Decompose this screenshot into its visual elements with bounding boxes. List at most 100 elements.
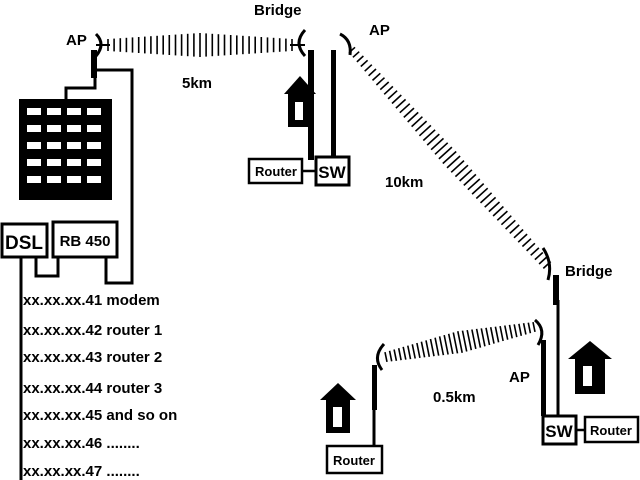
beam-stripe-05km xyxy=(466,329,473,351)
beam-stripe-10km xyxy=(348,46,356,54)
router-bottom-right: Router xyxy=(583,415,640,444)
dsl-box: DSL xyxy=(0,222,49,259)
beam-stripe-05km xyxy=(434,337,440,356)
beam-stripe-10km xyxy=(383,85,394,95)
sw-top-label: SW xyxy=(318,163,346,182)
distance-05km: 0.5km xyxy=(433,389,476,406)
beam-stripe-10km xyxy=(422,129,436,142)
beam-stripe-10km xyxy=(526,242,536,252)
building-window xyxy=(27,159,41,166)
ap-left-label: AP xyxy=(66,32,87,49)
ip-list-item: xx.xx.xx.47 ........ xyxy=(23,463,140,480)
beam-stripe-10km xyxy=(395,98,407,109)
beam-stripe-10km xyxy=(426,133,440,146)
building-window xyxy=(67,159,81,166)
router-top: Router xyxy=(247,157,304,185)
beam-stripe-05km xyxy=(397,348,402,361)
building-window xyxy=(27,108,41,115)
router-bottom-left-label: Router xyxy=(333,453,375,468)
sw-top: SW xyxy=(314,155,351,187)
beam-stripe-10km xyxy=(368,68,377,77)
beam-stripe-05km xyxy=(416,342,421,359)
beam-stripe-10km xyxy=(438,146,453,160)
beam-stripe-10km xyxy=(517,233,528,243)
beam-stripe-05km xyxy=(429,338,435,357)
building-window xyxy=(27,142,41,149)
beam-stripe-10km xyxy=(513,228,524,239)
building-window xyxy=(67,108,81,115)
beam-stripe-10km xyxy=(534,251,544,261)
beam-stripe-10km xyxy=(471,183,485,195)
ap-bottom-label: AP xyxy=(509,369,530,386)
building-window xyxy=(67,142,81,149)
beam-stripe-10km xyxy=(530,247,540,256)
building-window xyxy=(47,159,61,166)
building-window xyxy=(47,142,61,149)
building-window xyxy=(87,176,101,183)
beam-stripe-10km xyxy=(496,210,508,221)
beam-stripe-05km xyxy=(411,344,416,359)
beam-stripe-05km xyxy=(443,334,449,355)
beam-stripe-10km xyxy=(475,187,489,200)
house-top xyxy=(284,76,316,127)
beam-stripe-10km xyxy=(521,238,532,248)
bridge-right-label: Bridge xyxy=(565,263,613,280)
ip-list-item: xx.xx.xx.45 and so on xyxy=(23,407,177,424)
beam-stripe-10km xyxy=(407,111,419,123)
beam-stripe-05km xyxy=(452,332,459,354)
beam-stripe-10km xyxy=(442,150,457,165)
beam-stripe-10km xyxy=(411,116,423,128)
beam-stripe-10km xyxy=(446,155,461,169)
beam-stripe-10km xyxy=(403,107,415,118)
beam-stripe-05km xyxy=(518,323,523,336)
beam-stripe-10km xyxy=(364,64,373,72)
building-window xyxy=(87,159,101,166)
beam-stripe-05km xyxy=(475,328,482,348)
beam-stripe-05km xyxy=(461,330,468,352)
building-window xyxy=(67,125,81,132)
beam-stripe-05km xyxy=(513,324,518,338)
router-top-label: Router xyxy=(255,164,297,179)
beam-stripe-05km xyxy=(499,325,504,342)
building-window xyxy=(47,125,61,132)
office-building xyxy=(19,99,112,200)
building-window xyxy=(47,176,61,183)
building-window xyxy=(87,108,101,115)
ip-list-item: xx.xx.xx.42 router 1 xyxy=(23,322,162,339)
beam-stripe-10km xyxy=(459,169,473,182)
beam-stripe-10km xyxy=(488,201,501,213)
beam-stripe-10km xyxy=(379,81,390,91)
building-window xyxy=(27,176,41,183)
beam-stripe-10km xyxy=(463,173,477,186)
beam-stripe-10km xyxy=(399,103,411,114)
beam-stripe-10km xyxy=(434,142,449,155)
beam-stripe-05km xyxy=(485,327,491,346)
rb450-label: RB 450 xyxy=(60,233,111,250)
sw-bottom-label: SW xyxy=(545,422,573,441)
beam-stripe-05km xyxy=(425,340,431,357)
beam-stripe-10km xyxy=(484,196,497,208)
ip-list-item: xx.xx.xx.41 modem xyxy=(23,292,160,309)
beam-stripe-10km xyxy=(479,192,493,204)
sw-bottom: SW xyxy=(541,414,578,446)
rb450-box: RB 450 xyxy=(51,220,119,259)
ap-top-right-antenna xyxy=(331,32,352,160)
beam-stripe-10km xyxy=(500,215,512,226)
bridge-top-label: Bridge xyxy=(254,2,302,19)
beam-stripe-10km xyxy=(492,205,504,217)
beam-stripe-05km xyxy=(457,331,463,353)
house-bottom-left xyxy=(320,383,356,433)
beam-stripe-10km xyxy=(454,164,469,178)
ap-top-right-label: AP xyxy=(369,22,390,39)
ip-list-item: xx.xx.xx.43 router 2 xyxy=(23,349,162,366)
ap-bottom-left-antenna xyxy=(372,342,386,446)
beam-stripe-10km xyxy=(430,137,445,151)
beam-stripe-10km xyxy=(414,120,428,132)
beam-stripe-05km xyxy=(420,341,426,358)
distance-10km: 10km xyxy=(385,174,423,191)
ip-list-item: xx.xx.xx.44 router 3 xyxy=(23,380,162,397)
beam-stripe-05km xyxy=(471,329,477,350)
beam-stripe-05km xyxy=(407,345,412,360)
beam-stripe-10km xyxy=(352,51,360,58)
beam-stripe-10km xyxy=(538,256,548,265)
